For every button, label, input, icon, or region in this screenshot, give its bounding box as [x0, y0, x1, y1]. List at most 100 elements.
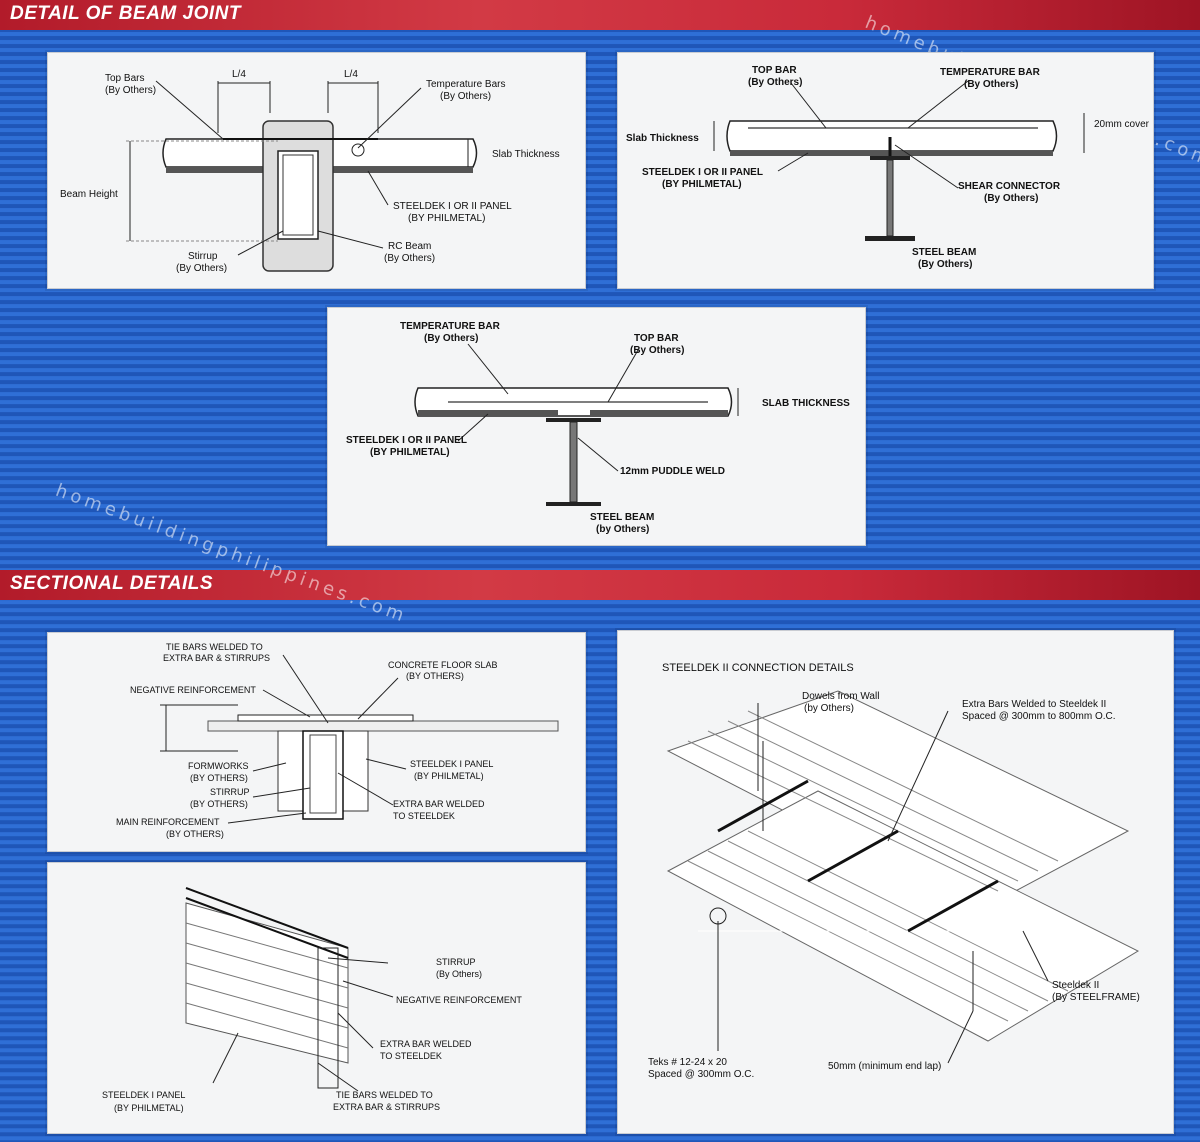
label-stirrup: STIRRUP — [210, 787, 250, 797]
steeldek-right — [590, 410, 728, 416]
label-tie-bars-2: EXTRA BAR & STIRRUPS — [163, 653, 270, 663]
beam-top-flange — [870, 156, 910, 160]
shear-connector-drawing: TOP BAR (By Others) TEMPERATURE BAR (By … — [626, 65, 1150, 270]
label-negative-reinforcement: NEGATIVE REINFORCEMENT — [396, 995, 522, 1005]
label-rc-beam-by: (By Others) — [384, 253, 435, 264]
label-beam-height: Beam Height — [60, 189, 118, 200]
label-extra-bars: Extra Bars Welded to Steeldek II — [962, 699, 1106, 710]
label-slab-thickness: Slab Thickness — [492, 149, 560, 160]
label-steel-beam-by: (by Others) — [596, 524, 649, 535]
label-teks: Teks # 12-24 x 20 — [648, 1057, 727, 1068]
label-l4-left: L/4 — [232, 69, 246, 80]
slab-section — [726, 120, 1058, 152]
deck-lower — [666, 790, 1140, 1042]
floor-slab — [207, 720, 559, 732]
beam-top-flange — [546, 418, 601, 422]
sectional-details-title: SECTIONAL DETAILS — [10, 573, 214, 594]
connection-drawing: STEELDEK II CONNECTION DETAILS Dowels fr… — [648, 662, 1140, 1080]
label-formworks: FORMWORKS — [188, 761, 249, 771]
label-top-bar: TOP BAR — [752, 65, 797, 76]
rc-beam-joint-drawing: Top Bars (By Others) L/4 L/4 Temperature… — [60, 69, 560, 274]
connection-title: STEELDEK II CONNECTION DETAILS — [662, 662, 854, 674]
beam-joint-title: DETAIL OF BEAM JOINT — [10, 3, 241, 24]
beam-bottom-flange — [546, 502, 601, 506]
extra-bar-3 — [907, 879, 999, 933]
label-temperature-bar: TEMPERATURE BAR — [940, 67, 1041, 78]
label-top-bars: Top Bars — [105, 73, 144, 84]
panel-isometric-reinforcement: STIRRUP (By Others) NEGATIVE REINFORCEME… — [47, 862, 586, 1134]
puddle-weld-drawing: TEMPERATURE BAR (By Others) TOP BAR (By … — [346, 321, 850, 535]
beam-web — [569, 421, 578, 503]
label-stirrup: Stirrup — [188, 251, 218, 262]
label-slab-thickness: Slab Thickness — [626, 133, 699, 144]
label-end-lap: 50mm (minimum end lap) — [828, 1061, 941, 1072]
label-steeldek-by: (BY PHILMETAL) — [114, 1103, 184, 1113]
label-temperature-bar: TEMPERATURE BAR — [400, 321, 501, 332]
label-steeldek: STEELDEK I PANEL — [410, 759, 493, 769]
label-steeldek-ii: Steeldek II — [1052, 980, 1099, 991]
label-steeldek: STEELDEK I OR II PANEL — [642, 167, 763, 178]
label-tie-bars-2: EXTRA BAR & STIRRUPS — [333, 1102, 440, 1112]
label-steeldek: STEELDEK I OR II PANEL — [346, 435, 467, 446]
label-temperature-bar-by: (By Others) — [424, 333, 478, 344]
panel-rc-beam-joint: Top Bars (By Others) L/4 L/4 Temperature… — [47, 52, 586, 289]
label-main-reinforcement-by: (BY OTHERS) — [166, 829, 224, 839]
label-stirrup: STIRRUP — [436, 957, 476, 967]
rc-beam — [277, 150, 319, 240]
beam-joint-banner: DETAIL OF BEAM JOINT — [0, 0, 1200, 30]
label-extra-bar: EXTRA BAR WELDED — [393, 799, 485, 809]
isometric-drawing: STIRRUP (By Others) NEGATIVE REINFORCEME… — [102, 887, 522, 1113]
beam-bottom-flange — [865, 236, 915, 241]
label-extra-bar: EXTRA BAR WELDED — [380, 1039, 472, 1049]
label-steel-beam: STEEL BEAM — [912, 247, 976, 258]
label-temperature-bar-by: (By Others) — [964, 79, 1018, 90]
label-tie-bars: TIE BARS WELDED TO — [336, 1090, 433, 1100]
panel-steel-shear-connector: TOP BAR (By Others) TEMPERATURE BAR (By … — [617, 52, 1154, 289]
label-stirrup-by: (By Others) — [436, 969, 482, 979]
temperature-bar-circle — [351, 143, 365, 157]
label-top-bar-by: (By Others) — [630, 345, 684, 356]
label-dowels: Dowels from Wall — [802, 691, 879, 702]
label-tie-bars: TIE BARS WELDED TO — [166, 642, 263, 652]
label-20mm-cover: 20mm cover — [1094, 119, 1150, 130]
label-main-reinforcement: MAIN REINFORCEMENT — [116, 817, 220, 827]
label-steel-beam: STEEL BEAM — [590, 512, 654, 523]
beam-web — [886, 159, 894, 237]
negative-reinforcement-bar — [185, 887, 349, 949]
label-concrete-slab: CONCRETE FLOOR SLAB — [388, 660, 498, 670]
stirrup-shape — [282, 154, 314, 236]
steeldek-left — [418, 410, 558, 416]
label-teks-spacing: Spaced @ 300mm O.C. — [648, 1069, 754, 1080]
label-l4-right: L/4 — [344, 69, 358, 80]
label-extra-bars-spacing: Spaced @ 300mm to 800mm O.C. — [962, 711, 1116, 722]
label-rc-beam: RC Beam — [388, 241, 431, 252]
sectional-details-banner: SECTIONAL DETAILS — [0, 570, 1200, 600]
extra-bar-2 — [807, 829, 899, 883]
label-steeldek-by: (BY PHILMETAL) — [408, 213, 485, 224]
panel-connection-details: STEELDEK II CONNECTION DETAILS Dowels fr… — [617, 630, 1174, 1134]
label-temperature-bars: Temperature Bars — [426, 79, 505, 90]
label-top-bar: TOP BAR — [634, 333, 679, 344]
label-steeldek-by: (BY PHILMETAL) — [370, 447, 450, 458]
stirrup-shape — [309, 734, 337, 814]
label-stirrup-by: (BY OTHERS) — [190, 799, 248, 809]
panel-beam-section: TIE BARS WELDED TO EXTRA BAR & STIRRUPS … — [47, 632, 586, 852]
label-extra-bar-2: TO STEELDEK — [380, 1051, 442, 1061]
label-shear-connector: SHEAR CONNECTOR — [958, 181, 1061, 192]
label-temperature-bars-by: (By Others) — [440, 91, 491, 102]
beam-section-drawing: TIE BARS WELDED TO EXTRA BAR & STIRRUPS … — [116, 642, 559, 839]
label-shear-connector-by: (By Others) — [984, 193, 1038, 204]
label-steeldek: STEELDEK I OR II PANEL — [393, 201, 512, 212]
beam-section — [302, 730, 344, 820]
label-top-bars-by: (By Others) — [105, 85, 156, 96]
label-puddle-weld: 12mm PUDDLE WELD — [620, 466, 725, 477]
label-steeldek-ii-by: (By STEELFRAME) — [1052, 992, 1140, 1003]
label-slab-thickness: SLAB THICKNESS — [762, 398, 850, 409]
negative-reinforcement — [237, 714, 414, 722]
label-steel-beam-by: (By Others) — [918, 259, 972, 270]
label-concrete-slab-by: (BY OTHERS) — [406, 671, 464, 681]
label-stirrup-by: (By Others) — [176, 263, 227, 274]
panel-puddle-weld: TEMPERATURE BAR (By Others) TOP BAR (By … — [327, 307, 866, 546]
label-extra-bar-2: TO STEELDEK — [393, 811, 455, 821]
label-steeldek-by: (BY PHILMETAL) — [662, 179, 742, 190]
